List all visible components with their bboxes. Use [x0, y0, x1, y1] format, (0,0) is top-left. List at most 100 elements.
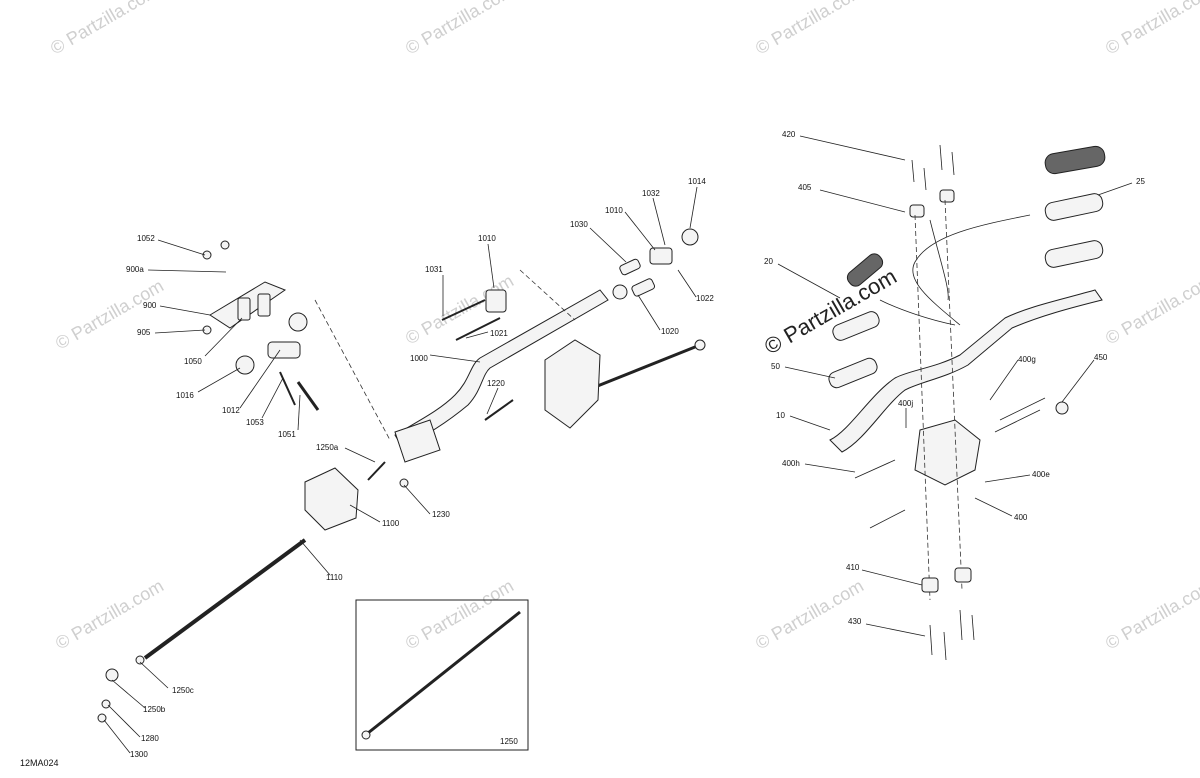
callout-1014: 1014 [688, 177, 706, 186]
watermark: © Partzilla.com [752, 575, 867, 653]
callout-400: 400 [1014, 513, 1028, 522]
callout-1020: 1020 [661, 327, 679, 336]
bolt-1051 [296, 381, 320, 411]
callout-410: 410 [846, 563, 860, 572]
callout-1250a: 1250a [316, 443, 339, 452]
ball-joint-1250b [105, 668, 119, 682]
bolt-400g2 [994, 409, 1041, 433]
watermarks: © Partzilla.com © Partzilla.com © Partzi… [47, 0, 1200, 653]
callout-1032: 1032 [642, 189, 660, 198]
bearing-block [649, 247, 673, 265]
steering-column [394, 289, 609, 448]
callout-1021: 1021 [490, 329, 508, 338]
inset-end [361, 730, 371, 740]
nut-1052 [202, 250, 212, 260]
callout-405: 405 [798, 183, 812, 192]
callout-1220: 1220 [487, 379, 505, 388]
callout-1010b: 1010 [605, 206, 623, 215]
clamp-1012 [267, 341, 301, 359]
callout-1050: 1050 [184, 357, 202, 366]
callout-1110: 1110 [326, 573, 343, 582]
callout-1250b: 1250b [143, 705, 166, 714]
clamp-lower-right [954, 567, 972, 583]
bolt-430c [959, 609, 963, 641]
callout-1022: 1022 [696, 294, 714, 303]
grip-left [832, 311, 880, 341]
left-leaders [103, 186, 698, 754]
heater-wire [879, 214, 1031, 326]
grip-left-sleeve [828, 357, 878, 389]
callout-1053: 1053 [246, 418, 264, 427]
upper-bracket-group [202, 240, 320, 411]
bolt-420b [923, 167, 927, 191]
block-1050a [237, 297, 251, 321]
callout-1000: 1000 [410, 354, 428, 363]
diagram-code: 12MA024 [20, 758, 59, 768]
callout-1300: 1300 [130, 750, 148, 759]
watermark: © Partzilla.com [52, 275, 167, 353]
callout-1010a: 1010 [478, 234, 496, 243]
watermark-center: © Partzilla.com [760, 264, 901, 360]
bolt-1220 [484, 399, 514, 421]
watermark: © Partzilla.com [47, 0, 162, 58]
cover-1100 [304, 467, 359, 531]
callout-1051: 1051 [278, 430, 296, 439]
callout-1012: 1012 [222, 406, 240, 415]
watermark: © Partzilla.com [752, 0, 867, 58]
bolt-430a [929, 624, 933, 656]
callout-1280: 1280 [141, 734, 159, 743]
callout-900a: 900a [126, 265, 144, 274]
right-leaders [777, 135, 1133, 637]
bolt-430d [971, 614, 975, 641]
centerline [519, 269, 576, 321]
callout-1250c: 1250c [172, 686, 194, 695]
bolt-420d [951, 151, 955, 176]
inset-1250: 1250 [355, 599, 529, 751]
inset-label: 1250 [500, 737, 518, 746]
callout-50: 50 [771, 362, 780, 371]
washer [1055, 401, 1069, 415]
callout-450: 450 [1094, 353, 1108, 362]
bolt-400g [999, 397, 1046, 421]
inset-frame [355, 599, 529, 751]
bushing-1030 [619, 258, 641, 276]
callout-400h: 400h [782, 459, 800, 468]
bolt-430b [943, 631, 947, 661]
callout-400g: 400g [1018, 355, 1036, 364]
bolt-1250a [367, 461, 386, 481]
clamp-lower-left [921, 577, 939, 593]
grip-right [1044, 193, 1104, 221]
nut-1250c [135, 655, 145, 665]
callout-400j: 400j [898, 399, 913, 408]
watermark: © Partzilla.com [402, 0, 517, 58]
grip-right-sleeve [1044, 240, 1104, 268]
right-callouts: 420 405 25 20 50 10 400g 400j 400h 400e … [764, 130, 1145, 626]
callout-1016: 1016 [176, 391, 194, 400]
bolt-400h2 [869, 509, 906, 529]
bolt-1021 [455, 317, 501, 341]
callout-1230: 1230 [432, 510, 450, 519]
steering-group [314, 228, 706, 463]
inset-shaft [367, 610, 521, 735]
pitman-arm [394, 419, 441, 463]
bushing-1016 [235, 355, 255, 375]
centerline [914, 214, 931, 601]
nut-1230 [399, 478, 409, 488]
callout-420: 420 [782, 130, 796, 139]
watermark: © Partzilla.com [52, 575, 167, 653]
bolt-420c [939, 144, 943, 171]
block-1050b [257, 293, 271, 317]
callout-400e: 400e [1032, 470, 1050, 479]
bushing-1014 [681, 228, 699, 246]
watermark: © Partzilla.com [1102, 0, 1200, 58]
callout-1031: 1031 [425, 265, 443, 274]
steering-shaft [143, 538, 307, 660]
callout-900: 900 [143, 301, 157, 310]
heated-grip [1044, 145, 1106, 175]
watermark: © Partzilla.com [402, 575, 517, 653]
bolt-400h [854, 459, 896, 479]
bushing-1016b [288, 312, 308, 332]
callout-905: 905 [137, 328, 151, 337]
bracket-1010a [485, 289, 507, 313]
callout-10: 10 [776, 411, 785, 420]
